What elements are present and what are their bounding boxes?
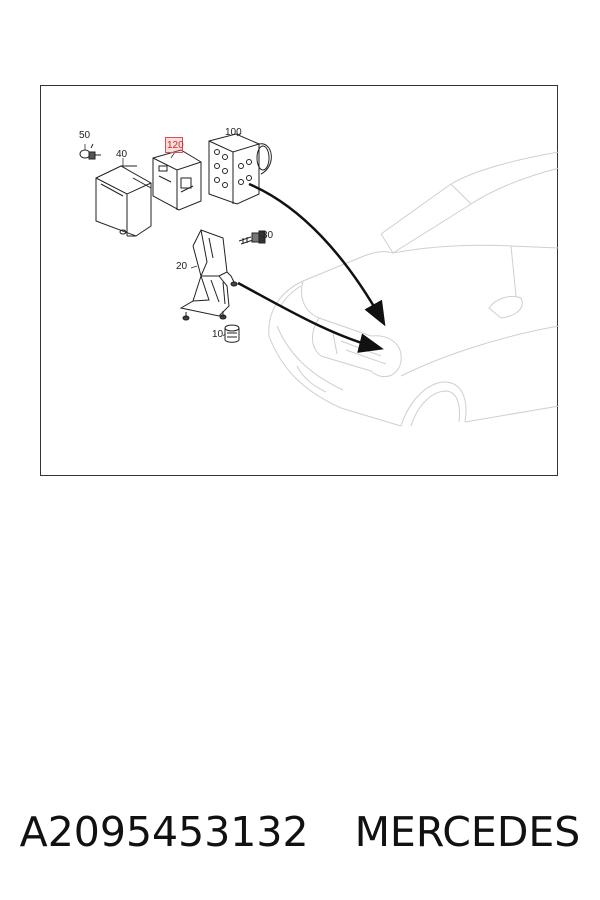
part-120-control-unit xyxy=(152,149,202,211)
arrow-upper xyxy=(248,182,386,327)
callout-100: 100 xyxy=(225,127,242,138)
arrow-lower xyxy=(237,281,384,353)
parts-diagram xyxy=(79,132,559,427)
leader-lines xyxy=(84,132,267,337)
brand-name: MERCEDES xyxy=(354,808,581,856)
part-100-hydraulic-unit xyxy=(208,133,272,205)
part-20-bracket xyxy=(179,229,238,321)
part-30-bolt xyxy=(238,230,266,245)
assembly-arrows xyxy=(237,182,386,353)
callout-40: 40 xyxy=(116,149,128,160)
highlight-box-120 xyxy=(165,137,183,153)
callout-50: 50 xyxy=(79,130,91,141)
callout-30: 30 xyxy=(262,230,274,241)
part-10-mount xyxy=(224,324,240,343)
part-50-clip xyxy=(79,143,101,160)
callout-10: 10 xyxy=(212,329,224,340)
product-caption: A2095453132 MERCEDES xyxy=(0,802,600,862)
callout-20: 20 xyxy=(176,261,188,272)
car-outline xyxy=(268,151,559,427)
part-number: A2095453132 xyxy=(19,808,309,856)
part-40-housing xyxy=(95,165,152,237)
callout-120: 120 xyxy=(167,140,184,151)
parts-diagram-frame: 50 40 120 100 30 20 10 xyxy=(40,85,559,476)
